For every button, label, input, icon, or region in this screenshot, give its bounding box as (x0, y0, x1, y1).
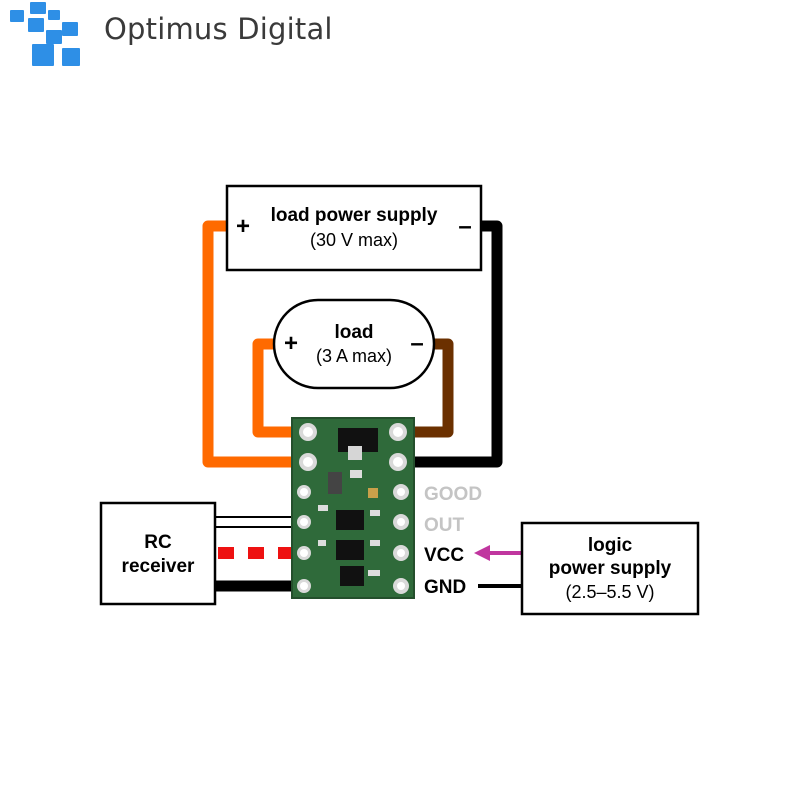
load-subtitle: (3 A max) (316, 346, 392, 366)
load-plus: + (284, 330, 298, 357)
load-box: + – load (3 A max) (272, 298, 436, 390)
rc-receiver-line1: RC (144, 532, 172, 553)
brown-wire-load-minus (400, 338, 454, 438)
logic-power-supply-box: logic power supply (2.5–5.5 V) (520, 521, 700, 616)
logic-supply-line3: (2.5–5.5 V) (565, 582, 654, 602)
load-power-supply-plus: + (236, 213, 250, 240)
brand-name: Optimus Digital (104, 12, 333, 46)
pin-label-good: GOOD (424, 484, 482, 505)
load-minus: – (410, 330, 423, 357)
pin-label-out: OUT (424, 515, 465, 536)
logic-supply-line2: power supply (549, 558, 672, 579)
vcc-arrow-head-icon (474, 545, 490, 561)
pin-label-gnd: GND (424, 577, 466, 598)
orange-wire-load-plus (252, 338, 303, 438)
load-power-supply-minus: – (458, 213, 471, 240)
pin-label-vcc: VCC (424, 545, 464, 566)
orange-wire-supply-plus (202, 220, 303, 468)
black-wire-supply-minus (400, 220, 503, 468)
pixel-squares-logo-icon (10, 2, 80, 66)
logic-supply-line1: logic (588, 535, 633, 556)
load-title: load (334, 322, 373, 343)
load-power-supply-title: load power supply (271, 205, 438, 226)
load-power-supply-subtitle: (30 V max) (310, 230, 398, 250)
load-power-supply-box: + – load power supply (30 V max) (225, 184, 483, 272)
rc-receiver-line2: receiver (122, 556, 196, 577)
rc-receiver-box: RC receiver (99, 501, 217, 606)
controller-board (291, 417, 415, 599)
